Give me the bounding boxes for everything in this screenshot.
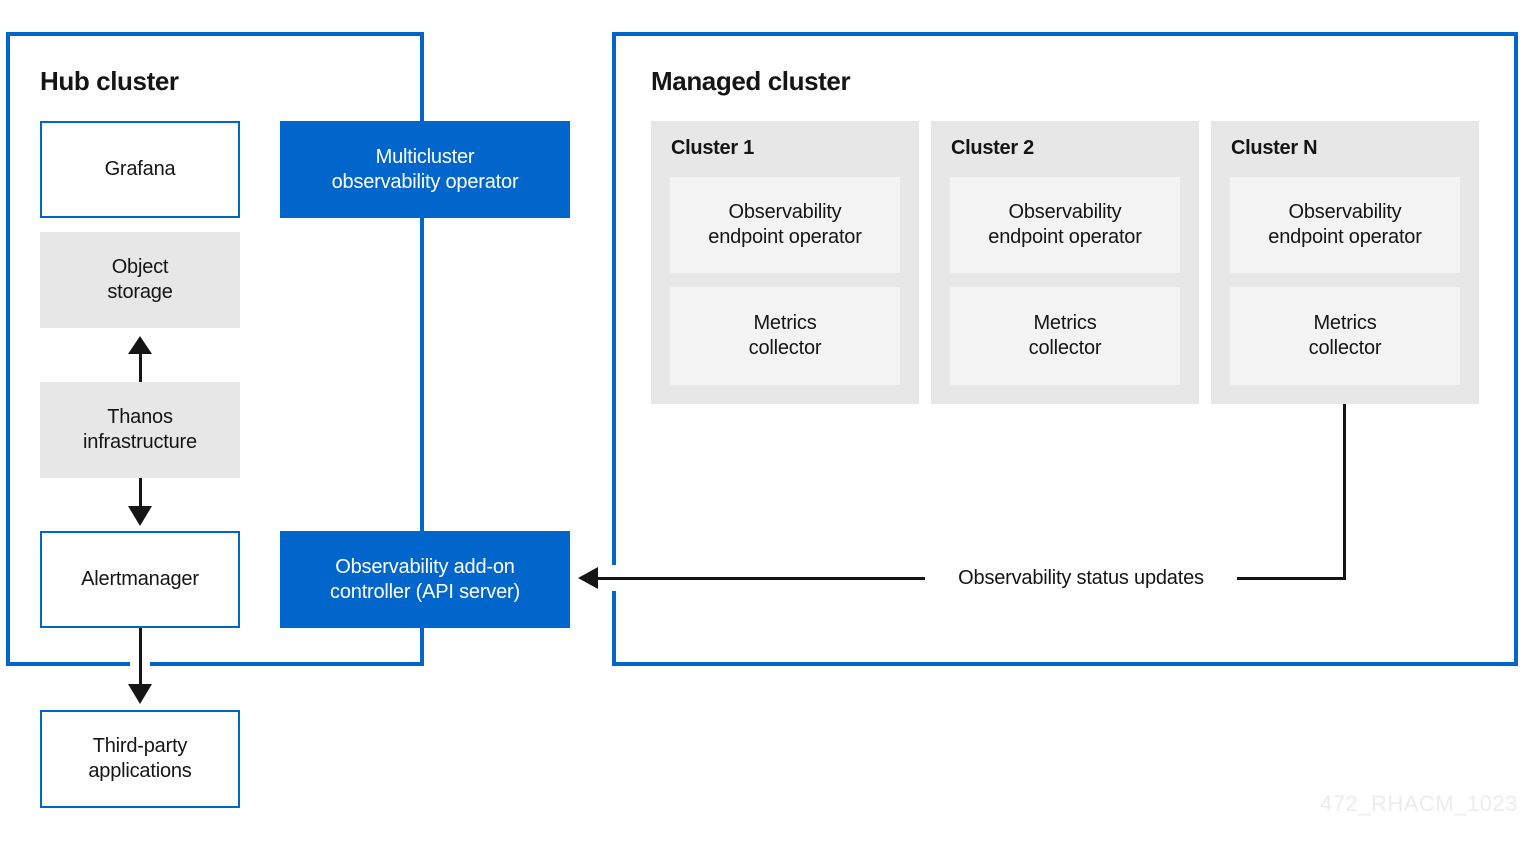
cluster-n-metrics-collector-node: Metrics collector	[1230, 287, 1460, 385]
cluster-2-endpoint-operator-node: Observability endpoint operator	[950, 177, 1180, 273]
arrowhead-left-to-addon-controller	[578, 567, 598, 589]
cluster-n-endpoint-operator-node: Observability endpoint operator	[1230, 177, 1460, 273]
cluster-1-endpoint-operator-node: Observability endpoint operator	[670, 177, 900, 273]
third-party-applications-node: Third-party applications	[40, 710, 240, 808]
arrowhead-down-to-third-party	[128, 684, 152, 704]
cluster-1-card: Cluster 1 Observability endpoint operato…	[651, 121, 919, 404]
alertmanager-node: Alertmanager	[40, 531, 240, 628]
status-updates-label: Observability status updates	[925, 563, 1237, 593]
cluster-1-title: Cluster 1	[671, 137, 754, 159]
connector-thanos-to-alertmanager	[139, 478, 142, 508]
managed-cluster-title: Managed cluster	[651, 66, 851, 96]
multicluster-observability-operator-node: Multicluster observability operator	[280, 121, 570, 218]
connector-alertmanager-to-third-party	[139, 628, 142, 686]
grafana-node: Grafana	[40, 121, 240, 218]
thanos-infrastructure-node: Thanos infrastructure	[40, 382, 240, 478]
cluster-n-title: Cluster N	[1231, 137, 1318, 159]
observability-addon-controller-node: Observability add-on controller (API ser…	[280, 531, 570, 628]
connector-thanos-to-object-storage	[139, 352, 142, 382]
hub-cluster-title: Hub cluster	[40, 66, 179, 96]
cluster-2-card: Cluster 2 Observability endpoint operato…	[931, 121, 1199, 404]
cluster-1-metrics-collector-node: Metrics collector	[670, 287, 900, 385]
cluster-2-metrics-collector-node: Metrics collector	[950, 287, 1180, 385]
connector-status-updates-vertical	[1343, 404, 1346, 580]
object-storage-node: Object storage	[40, 232, 240, 328]
watermark-text: 472_RHACM_1023	[1320, 791, 1518, 816]
cluster-2-title: Cluster 2	[951, 137, 1034, 159]
arrowhead-down-to-alertmanager	[128, 506, 152, 526]
arrowhead-up-to-object-storage	[128, 336, 152, 354]
cluster-n-card: Cluster N Observability endpoint operato…	[1211, 121, 1479, 404]
